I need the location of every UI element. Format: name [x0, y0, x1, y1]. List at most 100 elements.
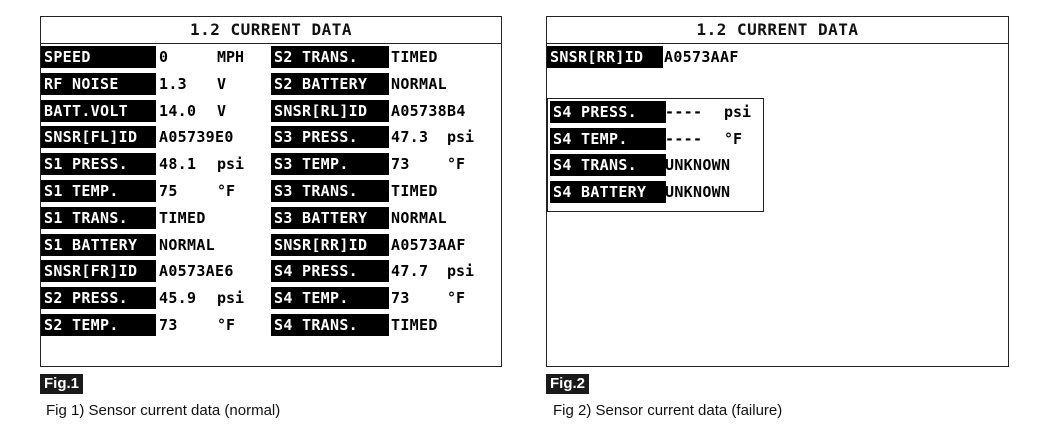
param-value: TIMED	[391, 181, 438, 200]
param-unit: °F	[447, 289, 466, 308]
param-label: SNSR[RR]ID	[547, 46, 663, 68]
param-value: NORMAL	[391, 74, 447, 93]
param-value: NORMAL	[159, 235, 215, 254]
param-value: TIMED	[391, 48, 438, 66]
param-value: ----	[665, 103, 703, 121]
figure-caption: Fig 2) Sensor current data (failure)	[553, 402, 783, 419]
param-value: TIMED	[391, 315, 438, 334]
param-unit: psi	[217, 289, 245, 308]
param-value: ----	[665, 129, 703, 148]
param-unit: °F	[724, 129, 743, 148]
param-label: S3 TRANS.	[271, 179, 389, 202]
param-label: SNSR[RL]ID	[271, 99, 389, 122]
data-row: S4 TRANS.TIMED	[271, 312, 503, 339]
param-label: SNSR[RR]ID	[271, 233, 389, 256]
param-value: TIMED	[159, 208, 206, 227]
data-row: S1 TRANS.TIMED	[41, 205, 269, 232]
param-value: 1.3	[159, 74, 187, 93]
param-value: 14.0	[159, 101, 197, 120]
param-value: 48.1	[159, 155, 197, 174]
param-unit: °F	[447, 155, 466, 174]
param-unit: V	[217, 74, 227, 93]
data-row: S3 PRESS.47.3 psi	[271, 124, 503, 151]
data-row: S3 TRANS.TIMED	[271, 178, 503, 205]
param-label: S2 TRANS.	[271, 46, 389, 68]
param-label: S3 BATTERY	[271, 206, 389, 229]
param-unit: V	[217, 101, 227, 120]
screen-title: 1.2 CURRENT DATA	[41, 17, 501, 44]
param-label: S3 TEMP.	[271, 153, 389, 176]
param-value: A0573AAF	[391, 235, 466, 254]
param-unit: MPH	[217, 48, 245, 66]
param-value: 73	[159, 315, 178, 334]
param-label: SPEED	[41, 46, 156, 68]
param-value: 73	[391, 289, 410, 308]
param-value: 47.3	[391, 128, 429, 147]
figure-badge: Fig.2	[546, 374, 590, 394]
data-row: S4 TRANS.UNKNOWN	[548, 152, 763, 179]
param-label: RF NOISE	[41, 72, 156, 95]
param-label: SNSR[FL]ID	[41, 126, 156, 149]
param-value: NORMAL	[391, 208, 447, 227]
param-label: S4 TEMP.	[271, 287, 389, 310]
param-unit: psi	[724, 103, 752, 121]
figure-caption: Fig 1) Sensor current data (normal)	[46, 402, 281, 419]
data-row: S2 TRANS.TIMED	[271, 44, 503, 71]
param-value: A0573AAF	[664, 48, 739, 66]
data-row: S4 PRESS.47.7 psi	[271, 258, 503, 285]
data-row: S3 TEMP.73 °F	[271, 151, 503, 178]
param-label: S1 BATTERY	[41, 233, 156, 256]
param-label: S4 BATTERY	[550, 180, 666, 203]
data-row: S2 PRESS.45.9 psi	[41, 285, 269, 312]
sensor-failure-popup: S4 PRESS.----psi S4 TEMP.----°F S4 TRANS…	[547, 98, 764, 212]
param-value: 75	[159, 181, 178, 200]
param-label: S2 BATTERY	[271, 72, 389, 95]
param-value: 0	[159, 48, 169, 66]
param-label: S4 PRESS.	[271, 260, 389, 283]
screen-title: 1.2 CURRENT DATA	[547, 17, 1008, 44]
param-label: S2 TEMP.	[41, 313, 156, 336]
param-label: S4 TRANS.	[550, 154, 666, 176]
data-row: S1 PRESS.48.1 psi	[41, 151, 269, 178]
param-label: S1 TEMP.	[41, 179, 156, 202]
param-value: A0573AE6	[159, 262, 234, 281]
param-label: S2 PRESS.	[41, 287, 156, 310]
param-label: S1 PRESS.	[41, 153, 156, 176]
param-unit: psi	[447, 128, 475, 147]
param-label: SNSR[FR]ID	[41, 260, 156, 283]
data-row: S1 TEMP.75°F	[41, 178, 269, 205]
param-label: S4 TRANS.	[271, 313, 389, 336]
param-value: UNKNOWN	[665, 182, 731, 201]
data-row: S2 TEMP.73 °F	[41, 312, 269, 339]
param-value: A05739E0	[159, 128, 234, 147]
param-label: S4 PRESS.	[550, 101, 666, 123]
param-label: S4 TEMP.	[550, 127, 666, 150]
param-value: 45.9	[159, 289, 197, 308]
param-label: S3 PRESS.	[271, 126, 389, 149]
param-unit: °F	[217, 315, 236, 334]
param-value: 73	[391, 155, 410, 174]
param-label: S1 TRANS.	[41, 206, 156, 229]
data-row: S4 TEMP.---- °F	[548, 126, 763, 153]
param-value: UNKNOWN	[665, 156, 731, 174]
param-unit: psi	[447, 262, 475, 281]
param-unit: psi	[217, 155, 245, 174]
param-value: 47.7	[391, 262, 429, 281]
data-row: S4 PRESS.---- psi	[548, 99, 763, 126]
